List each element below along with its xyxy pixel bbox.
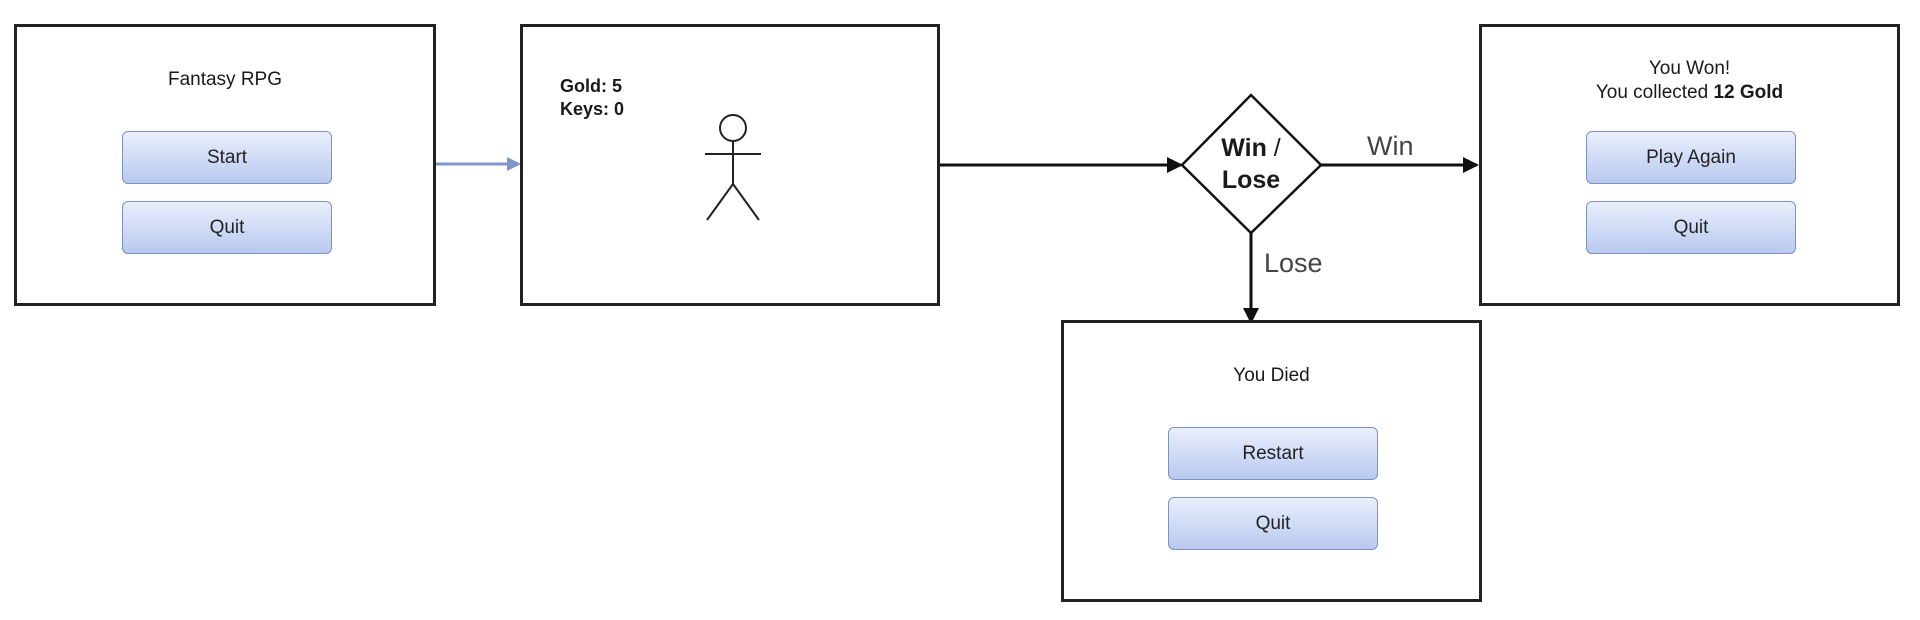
win-line-2: You collected 12 Gold [1482, 81, 1897, 105]
lose-edge-label: Lose [1264, 248, 1323, 278]
win-gold-amount: 12 Gold [1713, 82, 1784, 103]
win-title: You Won! You collected 12 Gold [1482, 57, 1897, 105]
quit-button-lose[interactable]: Quit [1168, 497, 1378, 550]
lose-title: You Died [1233, 365, 1310, 386]
game-screen-frame: Gold: 5 Keys: 0 [520, 24, 940, 306]
lose-screen-frame: You Died Restart Quit [1061, 320, 1482, 602]
decision-lose-text: Lose [1221, 166, 1281, 194]
win-lose-decision-diamond [1180, 93, 1323, 235]
title-screen-frame: Fantasy RPG Start Quit [14, 24, 436, 306]
start-button[interactable]: Start [122, 131, 332, 184]
quit-button-win[interactable]: Quit [1586, 201, 1796, 254]
win-line-2-prefix: You collected [1595, 82, 1714, 103]
decision-win-text: Win [1221, 134, 1267, 162]
gold-counter: Gold: 5 Keys: 0 [560, 75, 624, 121]
gold-text: Gold: 5 [560, 76, 622, 96]
decision-slash: / [1273, 134, 1281, 162]
play-again-button[interactable]: Play Again [1586, 131, 1796, 184]
restart-button[interactable]: Restart [1168, 427, 1378, 480]
win-screen-frame: You Won! You collected 12 Gold Play Agai… [1479, 24, 1900, 306]
keys-text: Keys: 0 [560, 99, 625, 119]
win-edge-label: Win [1367, 131, 1414, 161]
decision-label: Win / Lose [1191, 132, 1311, 196]
stick-figure-icon [705, 114, 761, 221]
quit-button-title[interactable]: Quit [122, 201, 332, 254]
game-title: Fantasy RPG [167, 69, 283, 90]
win-line-1: You Won! [1648, 58, 1731, 79]
